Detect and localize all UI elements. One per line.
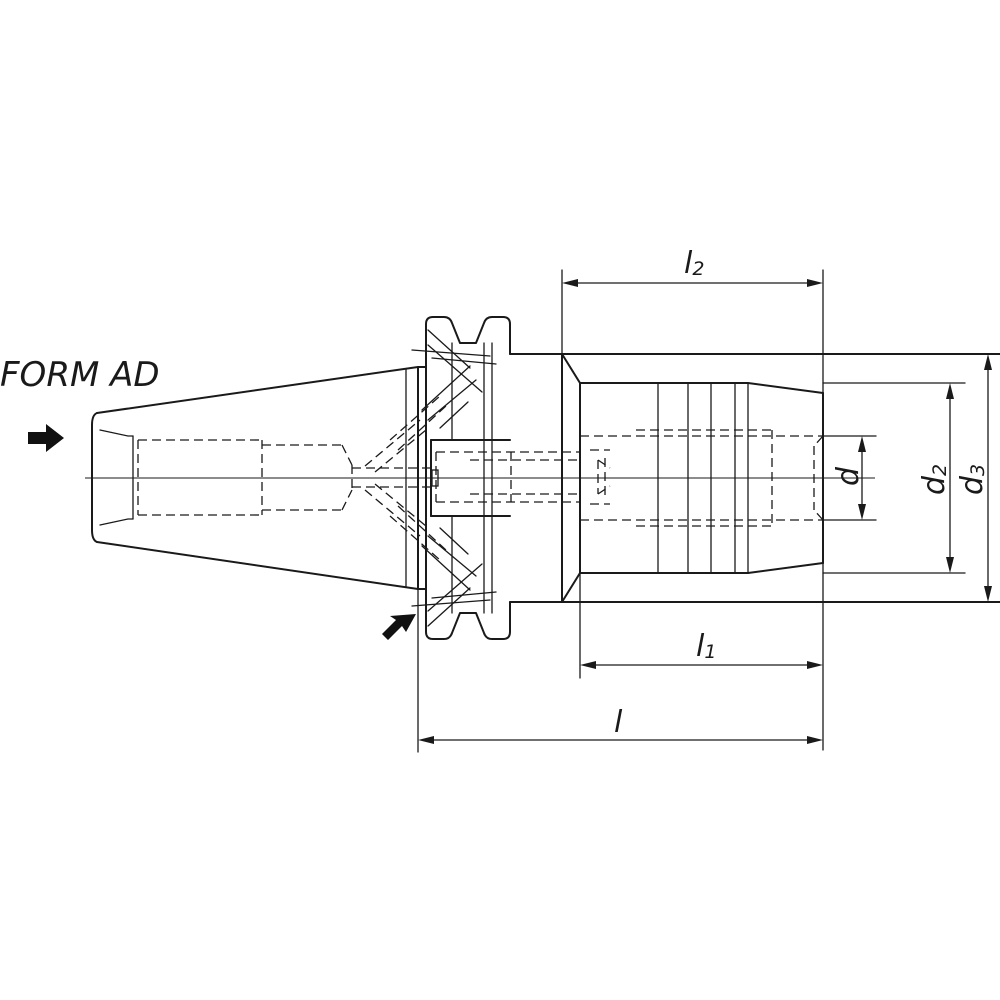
arrow-right-icon [28,424,64,452]
arrow-diagonal-icon [382,614,416,640]
dimension-d3-label: d [955,475,990,495]
dimension-d-label: d [831,466,866,486]
dimension-d2: d2 [917,383,954,573]
svg-text:l2: l2 [684,246,704,281]
flange-hatching [411,329,497,627]
dimension-l2-subscript: 2 [692,258,704,280]
dimension-l-label: l [614,705,623,740]
cone-hidden-bore [137,439,430,516]
dimension-l2: l2 [561,246,824,751]
dimension-d3-subscript: 3 [967,464,989,476]
shank-hidden-bore [431,429,824,527]
svg-text:l1: l1 [696,629,716,664]
coolant-channels [364,395,447,561]
dimension-l: l [417,588,823,753]
dimension-l2-label: l [684,246,693,281]
svg-text:d2: d2 [917,464,952,495]
flange [417,316,511,640]
taper-cone [91,366,419,590]
form-label: FORM AD [0,355,160,395]
dimension-d3: d3 [955,354,992,602]
dimension-d2-label: d [917,475,952,495]
dimension-l1-label: l [696,629,705,664]
dimension-d2-subscript: 2 [929,464,951,476]
svg-text:d3: d3 [955,464,990,495]
dimension-l1-subscript: 1 [704,641,716,663]
dimension-l1: l1 [579,572,823,679]
dimension-d: d [822,435,877,521]
shank-body [509,353,1000,603]
